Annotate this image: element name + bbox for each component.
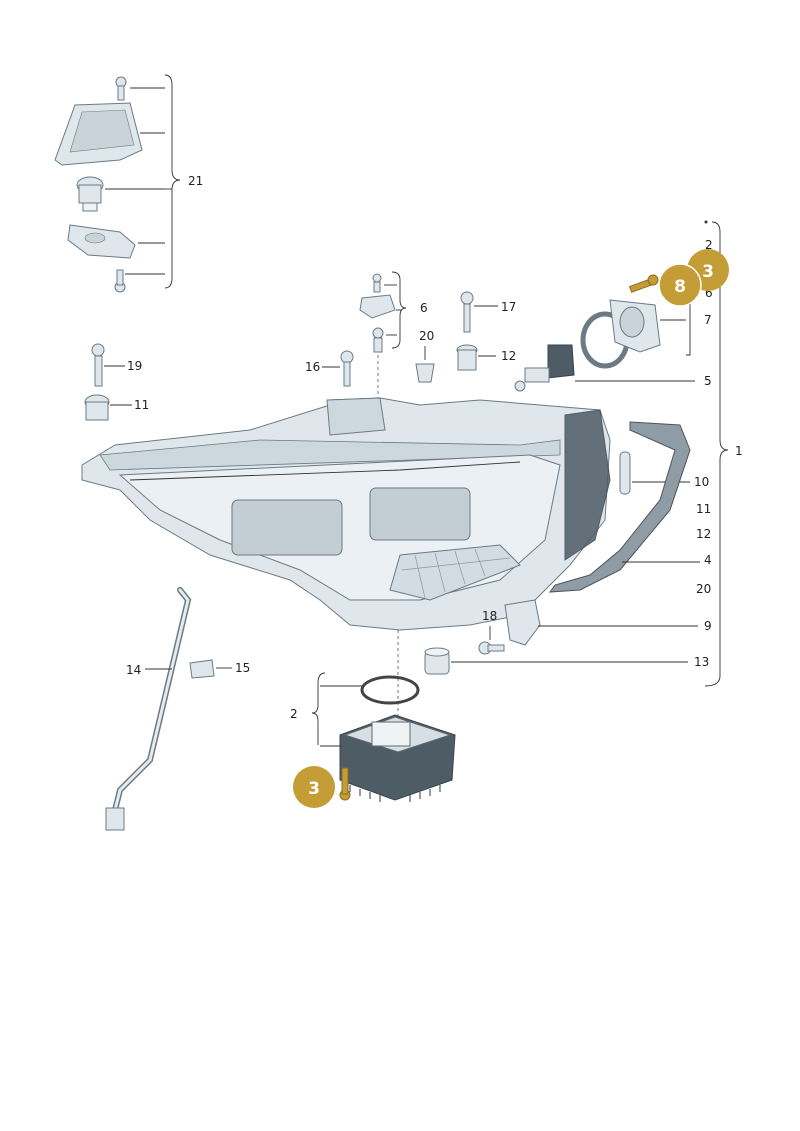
label-19: 19: [127, 359, 142, 373]
label-10: 10: [694, 475, 709, 489]
part-group-right-bracket: 2 6 1: [704, 220, 743, 687]
screw-top: [115, 76, 127, 101]
part-10: 10: [619, 451, 709, 495]
label-11-left: 11: [134, 398, 149, 412]
label-21: 21: [188, 174, 203, 188]
label-14: 14: [126, 663, 141, 677]
label-18: 18: [482, 609, 497, 623]
label-6: 6: [420, 301, 428, 315]
label-20-top: 20: [419, 329, 434, 343]
label-2-right: 2: [705, 238, 713, 252]
label-6-right: 6: [705, 286, 713, 300]
part-group-6: 6: [359, 271, 428, 398]
threaded-insert: [76, 176, 104, 212]
part-12-top: 12: [456, 344, 516, 371]
label-15: 15: [235, 661, 250, 675]
screw-bottom: [114, 269, 126, 293]
badge-3-bottom-text: 3: [308, 779, 320, 799]
label-12-top: 12: [501, 349, 516, 363]
badge-3-bottom[interactable]: 3: [293, 766, 335, 808]
screw-8-top: [628, 274, 659, 293]
label-13: 13: [694, 655, 709, 669]
label-9: 9: [704, 619, 712, 633]
badge-8[interactable]: 8: [658, 263, 702, 307]
part-18-screw: 18: [478, 609, 505, 655]
label-20-right: 20: [696, 582, 711, 596]
part-13-sleeve: 13: [424, 647, 709, 675]
part-11-left: 11: [84, 394, 149, 421]
label-16: 16: [305, 360, 320, 374]
part-16: 16: [305, 350, 354, 387]
part-9-bracket: 9: [504, 599, 712, 646]
part-group-2-ballast: 2: [290, 672, 456, 802]
part-14-cable: 14: [105, 587, 192, 831]
badge-8-text: 8: [674, 277, 686, 297]
label-7: 7: [704, 313, 712, 327]
label-17: 17: [501, 300, 516, 314]
headlight-housing: [81, 397, 611, 730]
part-15-clip: 15: [189, 659, 250, 679]
label-11-right: 11: [696, 502, 711, 516]
part-4-seal: 4: [548, 421, 712, 593]
label-1: 1: [735, 444, 743, 458]
part-7-cover: 7: [580, 299, 712, 369]
label-5: 5: [704, 374, 712, 388]
screw-3-bottom: [339, 767, 351, 801]
part-19: 19: [91, 343, 142, 387]
label-12-right: 12: [696, 527, 711, 541]
part-group-21: 21: [54, 74, 203, 293]
part-20-top: 20: [415, 329, 435, 383]
label-4: 4: [704, 553, 712, 567]
badge-3-top-text: 3: [702, 262, 714, 282]
label-2-bottom: 2: [290, 707, 298, 721]
part-17: 17: [460, 291, 516, 333]
part-5-bulb: 5: [514, 344, 712, 392]
